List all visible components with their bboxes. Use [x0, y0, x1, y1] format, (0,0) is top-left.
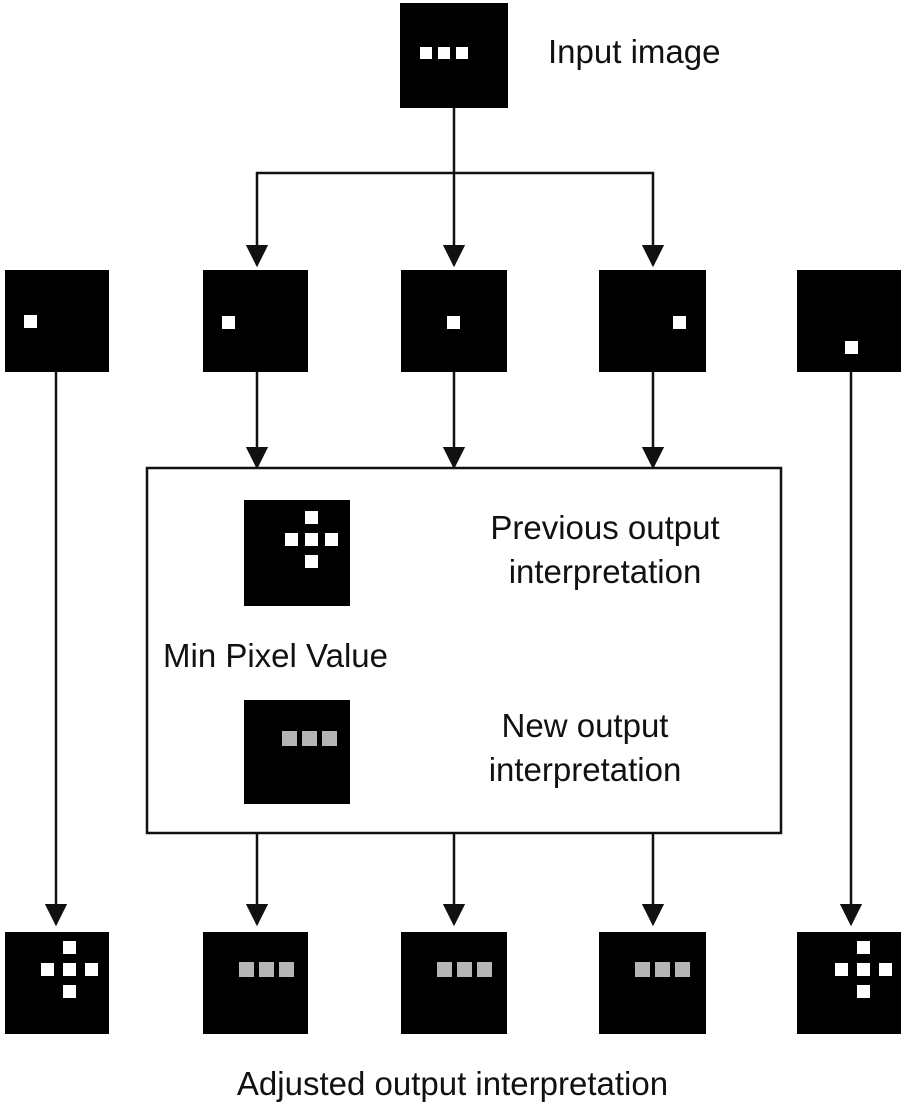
middle-square-far-right: [797, 270, 901, 372]
middle-square-far-left: [5, 270, 109, 372]
arrows-out-of-box: [245, 833, 665, 927]
arrow-input-to-right: [454, 171, 665, 268]
adjusted-output-label: Adjusted output interpretation: [236, 1065, 669, 1102]
output-square-center: [401, 932, 507, 1034]
min-pixel-value-label: Min Pixel Value: [163, 637, 388, 674]
input-image-square: [400, 3, 508, 108]
new-output-square: [244, 700, 350, 804]
bypass-arrows: [44, 372, 863, 927]
previous-output-label: Previous output interpretation: [490, 509, 720, 590]
new-output-label: New output interpretation: [488, 707, 682, 788]
arrows-into-box: [245, 372, 665, 470]
arrow-input-to-left: [245, 171, 454, 268]
output-square-left: [203, 932, 308, 1034]
middle-square-right: [599, 270, 706, 372]
output-square-far-left: [5, 932, 109, 1034]
input-image-label: Input image: [548, 33, 721, 70]
middle-square-left: [203, 270, 308, 372]
previous-output-square: [244, 500, 350, 606]
output-square-far-right: [797, 932, 901, 1034]
fanout-connectors: [245, 108, 665, 268]
output-square-right: [599, 932, 706, 1034]
middle-square-center: [401, 270, 507, 372]
